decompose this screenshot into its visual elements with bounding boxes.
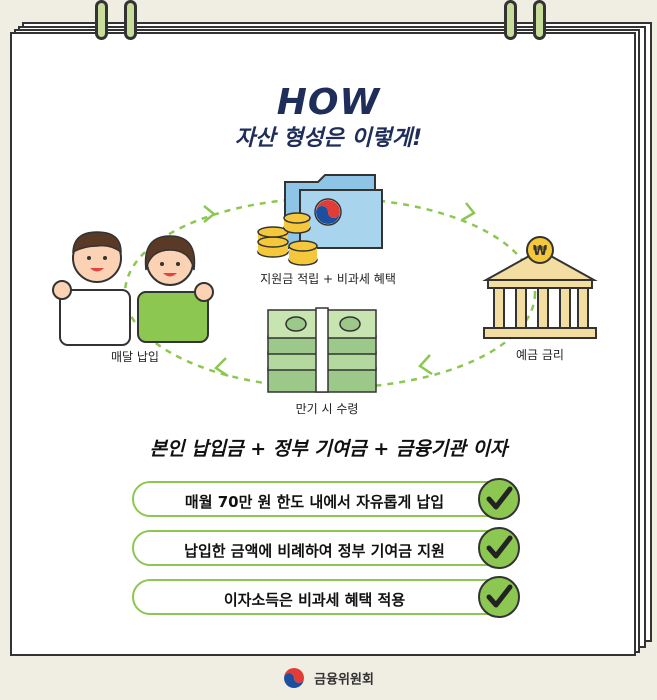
cash-stack-icon xyxy=(267,307,377,393)
cycle-arrow xyxy=(214,357,229,378)
cycle-arrow xyxy=(418,354,433,376)
coins-icon xyxy=(257,212,318,266)
support-label: 지원금 적립 + 비과세 혜택 xyxy=(260,272,396,286)
point-text: 매월 70만 원 한도 내에서 자유롭게 납입 xyxy=(184,493,445,511)
check-icon xyxy=(478,576,520,618)
point-text: 납입한 금액에 비례하여 정부 기여금 지원 xyxy=(184,542,445,560)
bank-icon: ₩ xyxy=(482,236,598,339)
page-title: HOW xyxy=(276,82,381,123)
point-item: 납입한 금액에 비례하여 정부 기여금 지원 xyxy=(132,530,517,566)
svg-text:₩: ₩ xyxy=(533,244,548,259)
interest-label: 예금 금리 xyxy=(516,348,564,362)
taegeuk-logo-icon xyxy=(284,668,305,688)
binder-ring xyxy=(124,0,137,40)
deposit-label: 매달 납입 xyxy=(111,350,159,364)
formula-text: 본인 납입금 + 정부 기여금 + 금융기관 이자 xyxy=(149,438,508,460)
cycle-arrow xyxy=(461,202,476,222)
point-item: 매월 70만 원 한도 내에서 자유롭게 납입 xyxy=(132,481,517,517)
point-text: 이자소득은 비과세 혜택 적용 xyxy=(223,591,406,609)
binder-ring xyxy=(504,0,517,40)
check-icon xyxy=(478,527,520,569)
point-item: 이자소득은 비과세 혜택 적용 xyxy=(132,579,517,615)
check-icon xyxy=(478,478,520,520)
people-illustration xyxy=(52,231,214,346)
folder-icon xyxy=(284,174,383,249)
maturity-label: 만기 시 수령 xyxy=(295,402,359,416)
org-name: 금융위원회 xyxy=(314,672,374,688)
binder-ring xyxy=(95,0,108,40)
cycle-arrow xyxy=(203,205,217,223)
binder-ring xyxy=(533,0,546,40)
footer-logo: 금융위원회 xyxy=(0,667,657,689)
page-subtitle: 자산 형성은 이렇게! xyxy=(234,126,423,151)
